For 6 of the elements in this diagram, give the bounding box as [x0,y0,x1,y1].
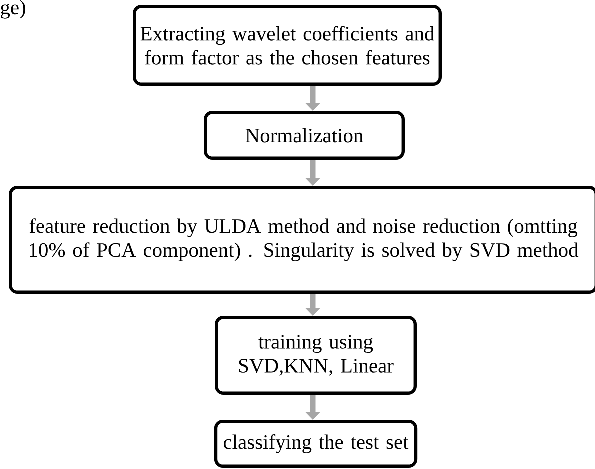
process-box: Normalization [204,111,405,160]
process-box: feature reduction by ULDA method and noise reduction (omtting 10% of PCA component) . Singularity is solved by SVD method [9,186,595,294]
process-box: Extracting wavelet coefficients and form factor as the chosen features [133,5,442,86]
process-box: training using SVD,KNN, Linear [215,316,417,395]
process-box: classifying the test set [214,420,418,468]
note-text: ge) [1,0,26,19]
